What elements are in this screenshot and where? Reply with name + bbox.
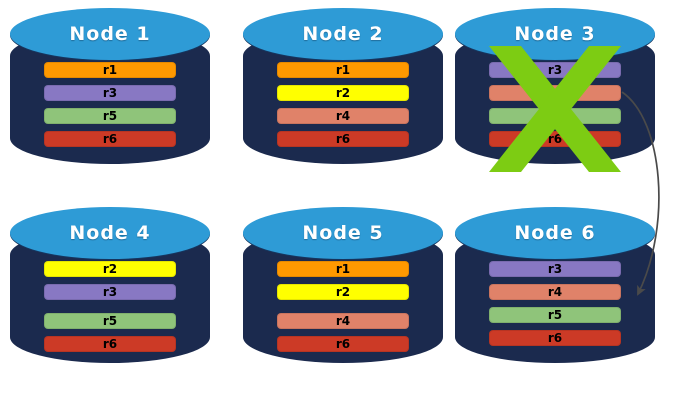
replica-item[interactable]: r4 bbox=[277, 313, 409, 329]
replica-item[interactable]: r6 bbox=[277, 336, 409, 352]
replica-item[interactable]: r3 bbox=[44, 284, 176, 300]
replica-list: r2 r3 r5 r6 bbox=[44, 261, 176, 352]
replica-label: r6 bbox=[102, 337, 118, 351]
node-4[interactable]: Node 4 r2 r3 r5 r6 bbox=[10, 207, 210, 385]
replica-label: r6 bbox=[335, 337, 351, 351]
replica-item[interactable]: r1 bbox=[277, 62, 409, 78]
replica-label: r4 bbox=[547, 285, 563, 299]
replica-item[interactable]: r5 bbox=[489, 108, 621, 124]
replica-item[interactable]: r6 bbox=[489, 131, 621, 147]
replica-item[interactable]: r5 bbox=[489, 307, 621, 323]
replica-label: r3 bbox=[547, 63, 563, 77]
replica-list: r1 r3 r5 r6 bbox=[44, 62, 176, 147]
cylinder-top bbox=[243, 8, 443, 60]
replica-list: r1 r2 r4 r6 bbox=[277, 261, 409, 352]
replica-item[interactable]: r5 bbox=[44, 313, 176, 329]
replica-item[interactable]: r3 bbox=[44, 85, 176, 101]
replica-item[interactable]: r4 bbox=[489, 284, 621, 300]
replica-item[interactable]: r3 bbox=[489, 261, 621, 277]
replica-label: r5 bbox=[547, 308, 563, 322]
replica-list: r3 r4 r5 r6 bbox=[489, 62, 621, 147]
replica-label: r1 bbox=[102, 63, 118, 77]
replica-item[interactable]: r5 bbox=[44, 108, 176, 124]
node-title: Node 5 bbox=[302, 222, 384, 244]
replica-item[interactable]: r2 bbox=[44, 261, 176, 277]
replica-label: r1 bbox=[335, 63, 351, 77]
replica-item[interactable]: r2 bbox=[277, 85, 409, 101]
cylinder-top bbox=[10, 8, 210, 60]
replica-item[interactable]: r6 bbox=[44, 131, 176, 147]
replica-label: r1 bbox=[335, 262, 351, 276]
node-title: Node 2 bbox=[302, 23, 384, 45]
node-title: Node 4 bbox=[69, 222, 151, 244]
cylinder-top bbox=[10, 207, 210, 259]
replica-label: r4 bbox=[547, 86, 563, 100]
replica-item[interactable]: r2 bbox=[277, 284, 409, 300]
replica-label: r5 bbox=[102, 109, 118, 123]
node-3[interactable]: Node 3 r3 r4 r5 r6 bbox=[455, 8, 655, 186]
replica-label: r4 bbox=[335, 314, 351, 328]
replica-label: r2 bbox=[102, 262, 118, 276]
replica-label: r2 bbox=[335, 86, 351, 100]
replica-label: r6 bbox=[102, 132, 118, 146]
replica-item[interactable]: r4 bbox=[489, 85, 621, 101]
node-1[interactable]: Node 1 r1 r3 r5 r6 bbox=[10, 8, 210, 186]
replica-label: r6 bbox=[335, 132, 351, 146]
replica-item[interactable]: r6 bbox=[489, 330, 621, 346]
replica-label: r5 bbox=[102, 314, 118, 328]
replica-label: r5 bbox=[547, 109, 563, 123]
replica-item[interactable]: r1 bbox=[44, 62, 176, 78]
replica-item[interactable]: r6 bbox=[44, 336, 176, 352]
node-title: Node 3 bbox=[514, 23, 596, 45]
replica-item[interactable]: r1 bbox=[277, 261, 409, 277]
replica-list: r3 r4 r5 r6 bbox=[489, 261, 621, 346]
node-2[interactable]: Node 2 r1 r2 r4 r6 bbox=[243, 8, 443, 186]
replica-item[interactable]: r4 bbox=[277, 108, 409, 124]
replica-label: r6 bbox=[547, 331, 563, 345]
node-6[interactable]: Node 6 r3 r4 r5 r6 bbox=[455, 207, 655, 385]
node-title: Node 6 bbox=[514, 222, 596, 244]
replica-label: r3 bbox=[102, 285, 118, 299]
replica-label: r6 bbox=[547, 132, 563, 146]
replica-item[interactable]: r3 bbox=[489, 62, 621, 78]
node-5[interactable]: Node 5 r1 r2 r4 r6 bbox=[243, 207, 443, 385]
cylinder-top bbox=[243, 207, 443, 259]
replica-label: r3 bbox=[547, 262, 563, 276]
replica-list: r1 r2 r4 r6 bbox=[277, 62, 409, 147]
node-title: Node 1 bbox=[69, 23, 151, 45]
replica-item[interactable]: r6 bbox=[277, 131, 409, 147]
replica-label: r2 bbox=[335, 285, 351, 299]
replica-label: r4 bbox=[335, 109, 351, 123]
replica-label: r3 bbox=[102, 86, 118, 100]
